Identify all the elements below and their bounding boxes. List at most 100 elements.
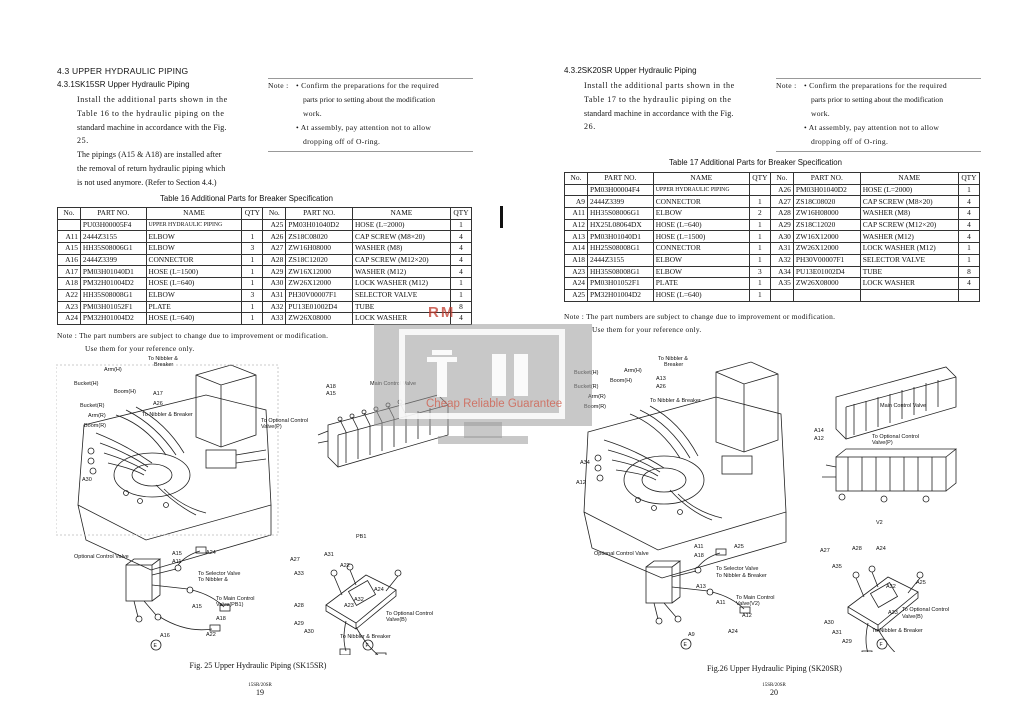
table-cell: 2444Z3399	[79, 253, 147, 267]
label: A35	[832, 564, 842, 570]
label: A9	[688, 632, 695, 638]
detail-marker-e	[150, 639, 162, 651]
label: A31	[832, 630, 842, 636]
table-cell: ZW26X08000	[792, 277, 861, 290]
table-cell: 1	[957, 242, 981, 255]
text-line: Table 17 to the hydraulic piping on the	[584, 94, 732, 104]
label: A24	[206, 550, 216, 556]
footnote-line: Note : The part numbers are subject to c…	[564, 312, 836, 321]
table-cell: A26	[262, 230, 287, 244]
label: A22	[206, 632, 216, 638]
machine-frame	[583, 396, 787, 551]
table-cell: 1	[748, 288, 771, 302]
col-header: NAME	[859, 172, 959, 185]
label: To Optional Control	[386, 611, 433, 617]
label: A32	[886, 584, 896, 590]
subsection-title: 4.3.2SK20SR Upper Hydraulic Piping	[564, 66, 697, 75]
label: Arm(R)	[588, 394, 606, 400]
col-header: QTY	[748, 172, 771, 185]
label: A15	[192, 604, 202, 610]
table-cell: 1	[748, 242, 771, 255]
table-cell: 1	[748, 230, 771, 244]
label: Breaker	[664, 362, 683, 368]
label: To Nibbler &	[148, 356, 178, 362]
text-line: standard machine in accordance with the …	[584, 108, 734, 118]
table-cell: 1	[241, 277, 264, 290]
table-cell	[564, 183, 588, 197]
table-cell: PM32H01004D2	[586, 288, 654, 302]
footnote: Note : The part numbers are subject to c…	[57, 329, 328, 355]
col-header: QTY	[241, 207, 264, 220]
col-header: QTY	[957, 172, 981, 185]
selector-valve-detail	[325, 563, 402, 655]
table-cell: 1	[748, 195, 771, 209]
table-cell: A32	[262, 300, 287, 314]
label: Arm(H)	[104, 367, 122, 373]
label: A30	[82, 477, 92, 483]
table-cell: PU13E01002D4	[285, 300, 353, 314]
table-cell: A14	[564, 242, 588, 255]
table-cell: CONNECTOR	[145, 253, 243, 267]
label: F	[366, 643, 369, 649]
note-top-rule	[776, 78, 981, 79]
table-cell: 2	[748, 207, 771, 220]
table-cell: HH25S08008G1	[586, 242, 654, 255]
label: Breaker	[154, 362, 173, 368]
label: A28	[294, 603, 304, 609]
turntable	[113, 452, 191, 498]
table-cell	[957, 288, 981, 302]
table-cell: CONNECTOR	[652, 242, 750, 255]
label: A24	[374, 587, 384, 593]
table-cell: PU03H00005F4	[79, 218, 147, 232]
table-cell	[241, 218, 264, 232]
label: A22	[340, 563, 350, 569]
table-cell: A29	[262, 265, 287, 279]
label: To Nibbler & Breaker	[340, 634, 391, 640]
label: A25	[734, 544, 744, 550]
table-cell: PM03H01052F1	[79, 300, 147, 314]
label: A13	[696, 584, 706, 590]
table-cell: PU13E01002D4	[792, 265, 861, 279]
label: A13	[656, 376, 666, 382]
table-cell: 4	[957, 195, 981, 209]
table-cell: A17	[57, 265, 81, 279]
table-cell: 1	[957, 183, 981, 197]
hose-bundle	[95, 432, 153, 476]
col-header: QTY	[449, 207, 473, 220]
label: To Nibbler & Breaker	[716, 573, 767, 579]
table-cell: CAP SCREW (M12×20)	[351, 253, 451, 267]
text-line: 26.	[584, 122, 596, 132]
table-cell: 1	[241, 230, 264, 244]
table-cell: 2444Z3399	[586, 195, 654, 209]
table-cell: 1	[241, 300, 264, 314]
table-cell: WASHER (M8)	[859, 207, 959, 220]
table-cell: PM03H01040D1	[79, 265, 147, 279]
label: A15	[326, 391, 336, 397]
table-cell: HH35S08006G1	[79, 242, 147, 255]
note-line: parts prior to setting about the modific…	[303, 95, 436, 104]
table-cell: HX25L08064DX	[586, 218, 654, 232]
table-cell: LOCK WASHER	[351, 312, 451, 325]
table-cell: ZS18C08020	[285, 230, 353, 244]
table-cell: ZW26X12000	[285, 277, 353, 290]
label: To Optional Control	[872, 434, 919, 440]
detail-marker-f	[876, 638, 888, 650]
table-cell: 8	[449, 300, 473, 314]
table-cell: A26	[769, 183, 794, 197]
table-cell: ZS18C08020	[792, 195, 861, 209]
table-cell: PM03H01040D2	[792, 183, 861, 197]
note-block: • Confirm the preparations for the requi…	[804, 79, 984, 149]
table-cell: A15	[57, 242, 81, 255]
table-cell: 2444Z3155	[79, 230, 147, 244]
table-cell: SELECTOR VALVE	[351, 288, 451, 302]
table-cell: 3	[241, 288, 264, 302]
text-line: is not used anymore. (Refer to Section 4…	[77, 177, 217, 187]
footnote: Note : The part numbers are subject to c…	[564, 310, 835, 336]
label: A28	[852, 546, 862, 552]
col-header: PART NO.	[586, 172, 654, 185]
table-cell: HOSE (L=2000)	[351, 218, 451, 232]
